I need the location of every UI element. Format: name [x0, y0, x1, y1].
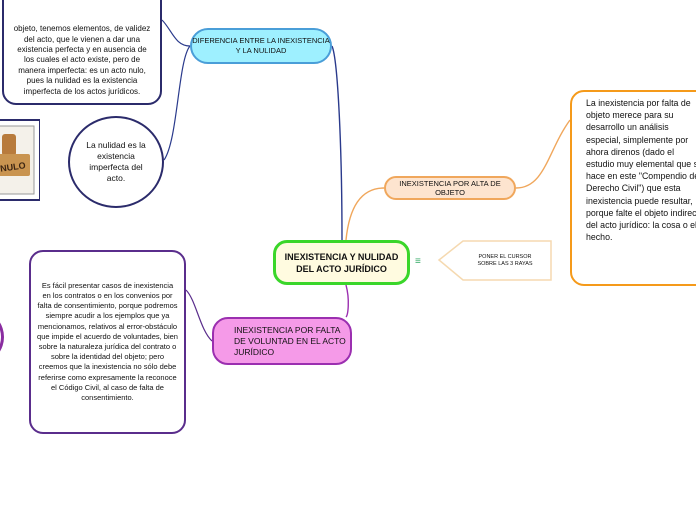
- voluntad-text-box: Es fácil presentar casos de inexistencia…: [29, 250, 186, 434]
- right-text-box: La inexistencia por falta de objeto mere…: [570, 90, 696, 286]
- link-voluntad-text: [186, 290, 212, 341]
- nulidad-bubble[interactable]: La nulidad es la existencia imperfecta d…: [68, 116, 164, 208]
- central-topic[interactable]: INEXISTENCIA Y NULIDAD DEL ACTO JURÍDICO: [273, 240, 410, 285]
- diferencia-label: DIFERENCIA ENTRE LA INEXISTENCIA Y LA NU…: [192, 36, 330, 56]
- diferencia-node[interactable]: DIFERENCIA ENTRE LA INEXISTENCIA Y LA NU…: [190, 28, 332, 64]
- right-text: La inexistencia por falta de objeto mere…: [586, 97, 696, 243]
- voluntad-label: INEXISTENCIA POR FALTA DE VOLUNTAD EN EL…: [234, 325, 350, 358]
- top-left-text: objeto, tenemos elementos, de validez de…: [12, 24, 152, 97]
- link-center-voluntad: [346, 285, 348, 317]
- link-center-alta: [346, 188, 384, 240]
- menu-three-lines-icon[interactable]: ≡: [415, 256, 421, 267]
- link-diferencia-nulidad: [164, 46, 190, 160]
- alta-objeto-label: INEXISTENCIA POR ALTA DE OBJETO: [386, 179, 514, 197]
- top-left-text-box: objeto, tenemos elementos, de validez de…: [2, 0, 162, 105]
- link-alta-right: [516, 120, 570, 188]
- link-center-diferencia: [332, 46, 342, 240]
- stamp-image: NULO: [0, 118, 40, 202]
- voluntad-node[interactable]: INEXISTENCIA POR FALTA DE VOLUNTAD EN EL…: [212, 317, 352, 365]
- central-topic-label: INEXISTENCIA Y NULIDAD DEL ACTO JURÍDICO: [276, 251, 407, 275]
- nulidad-label: La nulidad es la existencia imperfecta d…: [82, 140, 150, 184]
- alta-objeto-node[interactable]: INEXISTENCIA POR ALTA DE OBJETO: [384, 176, 516, 200]
- link-diferencia-note: [162, 20, 190, 46]
- cursor-callout: PONER EL CURSOR SOBRE LAS 3 RAYAS: [437, 238, 555, 283]
- cursor-note-text: PONER EL CURSOR SOBRE LAS 3 RAYAS: [470, 254, 540, 268]
- voluntad-text: Es fácil presentar casos de inexistencia…: [37, 281, 178, 403]
